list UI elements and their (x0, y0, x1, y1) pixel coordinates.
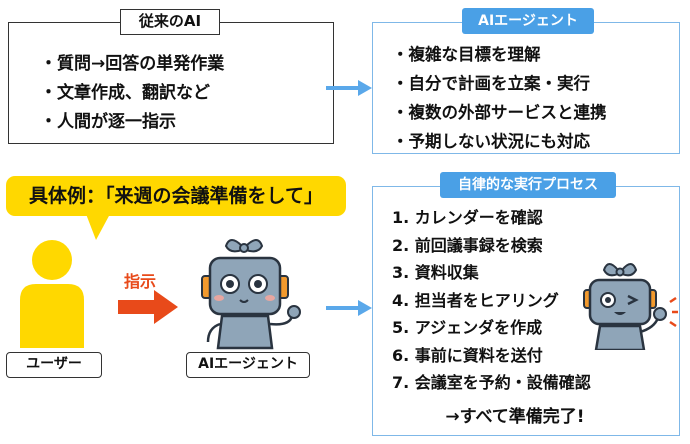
user-icon (20, 240, 84, 348)
process-step: 4. 担当者をヒアリング (392, 290, 559, 310)
traditional-ai-list: ・質問→回答の単発作業 ・文章作成、翻訳など ・人間が逐一指示 (40, 50, 224, 137)
bubble-tail (86, 214, 110, 240)
example-bubble: 具体例：「来週の会議準備をして」 (6, 176, 346, 216)
traditional-ai-box (8, 22, 334, 144)
instruction-label: 指示 (124, 272, 157, 291)
robot-icon (201, 239, 301, 350)
winking-robot-icon (583, 263, 678, 350)
process-result: →すべて準備完了! (445, 407, 585, 427)
right-arrow-icon (326, 300, 372, 316)
instruction-arrow-icon (118, 290, 178, 324)
ai-agent-box (372, 22, 680, 154)
process-step: 5. アジェンダを作成 (392, 318, 543, 337)
right-arrow-icon (326, 80, 372, 96)
agent-label: AIエージェント (186, 352, 310, 378)
process-steps: 1. カレンダーを確認 2. 前回議事録を検索 3. 資料収集 4. 担当者をヒ… (392, 204, 591, 397)
traditional-ai-item: ・質問→回答の単発作業 (40, 54, 225, 74)
process-step: 1. カレンダーを確認 (392, 208, 543, 227)
ai-agent-item: ・複雑な目標を理解 (392, 45, 541, 64)
ai-agent-item: ・複数の外部サービスと連携 (392, 103, 607, 122)
ai-agent-item: ・自分で計画を立案・実行 (392, 74, 590, 93)
ai-agent-list: ・複雑な目標を理解 ・自分で計画を立案・実行 ・複数の外部サービスと連携 ・予期… (392, 40, 607, 156)
ai-agent-title: AIエージェント (462, 8, 594, 34)
traditional-ai-title: 従来のAI (120, 9, 220, 35)
process-title: 自律的な実行プロセス (440, 172, 616, 198)
process-step: 6. 事前に資料を送付 (392, 345, 543, 365)
process-step: 3. 資料収集 (392, 263, 479, 282)
ai-agent-item: ・予期しない状況にも対応 (392, 132, 590, 151)
process-step: 2. 前回議事録を検索 (392, 235, 543, 255)
user-label: ユーザー (6, 352, 102, 378)
traditional-ai-item: ・人間が逐一指示 (40, 112, 176, 132)
process-step: 7. 会議室を予約・設備確認 (392, 373, 591, 392)
traditional-ai-item: ・文章作成、翻訳など (40, 83, 210, 103)
